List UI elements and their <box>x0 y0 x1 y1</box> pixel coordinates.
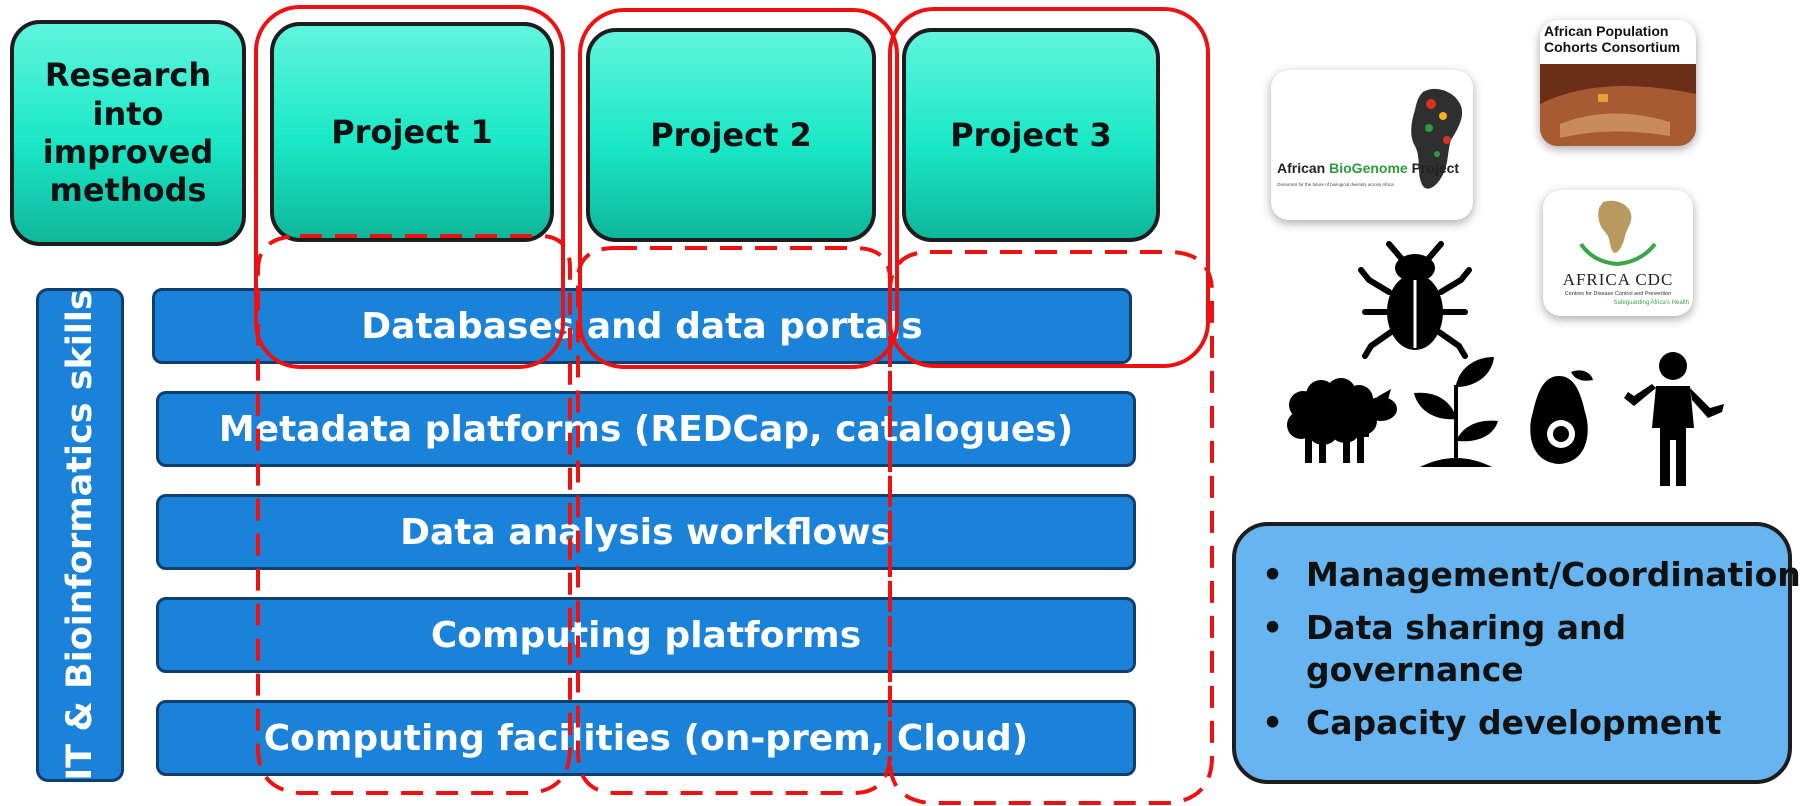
layer-computing-platforms: Computing platforms <box>156 597 1136 673</box>
project-3-label: Project 3 <box>950 115 1112 154</box>
avocado-icon <box>1530 370 1593 464</box>
layer-metadata: Metadata platforms (REDCap, catalogues) <box>156 391 1136 467</box>
layer-computing-facilities-label: Computing facilities (on-prem, Cloud) <box>263 717 1029 759</box>
africa-map-icon <box>1411 88 1463 189</box>
layer-databases: Databases and data portals <box>152 288 1132 364</box>
african-biogenome-logo: African BioGenome Project Genomics for t… <box>1271 70 1473 220</box>
info-item-data-sharing: Data sharing and governance <box>1236 607 1792 690</box>
african-population-cohorts-logo: African Population Cohorts Consortium <box>1540 20 1696 146</box>
project-1-label: Project 1 <box>331 112 493 151</box>
biogenome-tagline: Genomics for the future of biological di… <box>1277 182 1394 187</box>
layer-computing-platforms-label: Computing platforms <box>430 614 862 656</box>
project-2-box: Project 2 <box>586 28 876 242</box>
africa-cdc-title: AFRICA CDC <box>1562 270 1674 289</box>
research-box-label: Research into improved methods <box>42 56 214 210</box>
layer-metadata-label: Metadata platforms (REDCap, catalogues) <box>218 408 1074 450</box>
info-list: Management/Coordination Data sharing and… <box>1236 554 1800 755</box>
info-item-management: Management/Coordination <box>1236 554 1800 596</box>
info-item-capacity: Capacity development <box>1236 702 1792 744</box>
project-1-box: Project 1 <box>270 22 554 242</box>
person-icon <box>1624 352 1724 486</box>
africa-cdc-emblem-icon <box>1579 200 1657 267</box>
seedling-icon <box>1414 357 1498 467</box>
research-box: Research into improved methods <box>10 20 246 246</box>
it-bioinformatics-skills-bar: IT & Bioinformatics skills <box>36 288 124 782</box>
layer-databases-label: Databases and data portals <box>361 305 923 347</box>
project-2-label: Project 2 <box>650 115 812 154</box>
africa-cdc-tagline: Safeguarding Africa's Health <box>1613 300 1689 306</box>
project-3-box: Project 3 <box>902 28 1160 242</box>
apcc-title: African Population Cohorts Consortium <box>1544 23 1681 56</box>
layer-computing-facilities: Computing facilities (on-prem, Cloud) <box>156 700 1136 776</box>
apcc-photo <box>1540 64 1696 146</box>
layer-workflows: Data analysis workflows <box>156 494 1136 570</box>
layer-workflows-label: Data analysis workflows <box>400 511 892 553</box>
governance-info-box: Management/Coordination Data sharing and… <box>1232 522 1800 784</box>
africa-cdc-logo: AFRICA CDC Centres for Disease Control a… <box>1543 190 1693 316</box>
it-bioinformatics-skills-label: IT & Bioinformatics skills <box>60 289 100 781</box>
sheep-icon <box>1287 378 1397 463</box>
bug-icon <box>1358 241 1472 359</box>
africa-cdc-subtitle: Centres for Disease Control and Preventi… <box>1564 291 1672 297</box>
biogenome-title: African BioGenome Project <box>1277 160 1460 176</box>
